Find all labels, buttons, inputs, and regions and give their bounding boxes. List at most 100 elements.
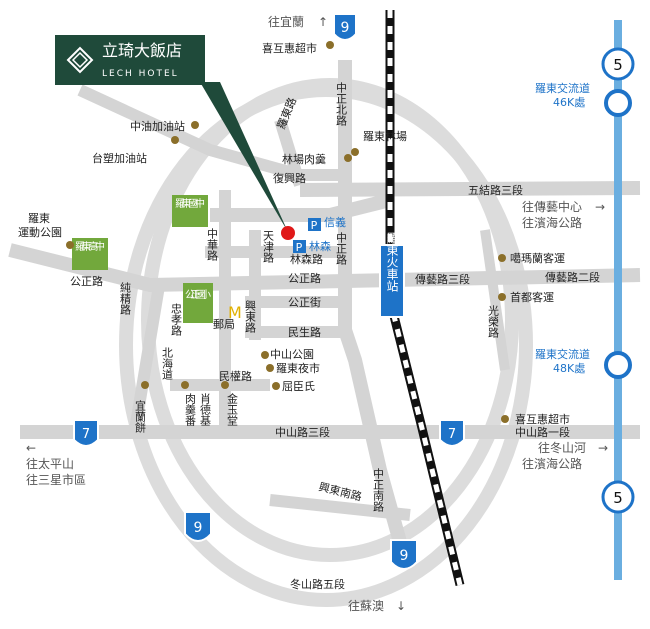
dir-yilan: 往宜蘭 — [268, 14, 304, 29]
interchange-south — [604, 351, 632, 379]
station-label: 羅東火車站 — [385, 232, 399, 292]
hotel-name-cn: 立琦大飯店 — [102, 41, 182, 60]
route-5-shield-south: 5 — [601, 480, 635, 514]
road-label-linsen: 林森路 — [290, 252, 323, 266]
up-arrow-icon: ↑ — [318, 15, 328, 29]
school-luodong-middle — [172, 195, 208, 227]
road-label-zhongshan3: 中山路三段 — [275, 425, 330, 439]
road-label-wujie: 五結路三段 — [468, 183, 523, 197]
railway-dash — [387, 10, 463, 586]
interchange-north-name: 羅東交流道 — [535, 81, 590, 95]
poi-rou-geng: 肉羹番 — [184, 393, 197, 427]
dir-chuanyi-2: 往濱海公路 — [522, 215, 582, 230]
dir-chuanyi-1: 往傳藝中心 — [522, 199, 582, 214]
school-luodong-high — [72, 238, 108, 270]
school-gongzheng-primary — [183, 283, 213, 323]
poi-shoudu: 首都客運 — [510, 290, 554, 304]
parking-name-1: 信義 — [324, 215, 346, 229]
down-arrow-icon: ↓ — [396, 599, 406, 613]
dir-dongshan-1: 往冬山河 — [538, 440, 586, 455]
dir-dongshan-2: 往濱海公路 — [522, 456, 582, 471]
road-label-zhongzheng-n: 中正北路 — [335, 82, 348, 127]
road-label-minsheng: 民生路 — [288, 325, 321, 339]
poi-zhongshan-park: 中山公園 — [270, 348, 314, 361]
poi-jinyu: 金玉堂 — [226, 392, 239, 426]
interchange-north-km: 46K處 — [553, 95, 585, 109]
road-label-gongzheng-w: 公正路 — [70, 275, 103, 288]
road-label-gongzheng-st: 公正街 — [288, 295, 321, 309]
road-label-guangrong: 光榮路 — [487, 304, 500, 339]
poi-luodong-night-market: 羅東夜市 — [276, 361, 320, 375]
parking-icon — [293, 240, 306, 253]
parking-name-2: 林森 — [309, 239, 331, 253]
road-label-chuanyi2: 傳藝路二段 — [545, 270, 600, 284]
poi-gas-mart-bottom: 喜互惠超市 — [515, 412, 570, 426]
station-box — [379, 244, 405, 318]
svg-text:5: 5 — [613, 56, 623, 74]
svg-text:P: P — [296, 241, 303, 254]
svg-text:5: 5 — [613, 489, 623, 507]
road-label-fuxing: 復興路 — [273, 172, 306, 185]
poi-luodong-forest: 羅東林場 — [363, 129, 407, 143]
hotel-logo-icon — [66, 46, 94, 74]
svg-text:9: 9 — [194, 520, 203, 536]
left-arrow-icon: ← — [26, 441, 36, 455]
mcdonalds-icon: M — [228, 303, 242, 322]
right-arrow-icon: → — [595, 200, 605, 214]
poi-markers — [66, 41, 509, 423]
poi-zhongyou: 中油加油站 — [130, 119, 185, 133]
dir-suao: 往蘇澳 — [348, 598, 384, 613]
road-label-dongshan5: 冬山路五段 — [290, 577, 345, 591]
hotel-callout — [200, 82, 288, 232]
road-cangqian — [210, 193, 392, 222]
road-gongzheng — [8, 243, 641, 293]
svg-text:7: 7 — [82, 427, 90, 442]
svg-text:P: P — [311, 219, 318, 232]
poi-gas-mart-top: 喜互惠超市 — [262, 41, 317, 55]
interchange-north — [604, 89, 632, 117]
poi-linchang-meat: 林場肉羹 — [282, 152, 326, 166]
interchange-south-name: 羅東交流道 — [535, 347, 590, 361]
interchange-south-km: 48K處 — [553, 361, 585, 375]
svg-text:公正國小: 公正國小 — [185, 289, 211, 301]
road-label-zhonghua: 中華路 — [206, 228, 219, 262]
hotel-marker[interactable] — [281, 226, 295, 240]
route-5-shield-north: 5 — [601, 47, 635, 81]
route-9-shield-north: 9 — [333, 13, 357, 41]
poi-sports-1: 羅東 — [28, 212, 50, 225]
road-label-xingdong-rd: 興東路 — [244, 300, 257, 334]
road-diagonal-n — [274, 118, 306, 187]
road-label-gongzheng: 公正路 — [288, 272, 321, 285]
road-label-minquan: 民權路 — [219, 370, 252, 383]
parking-icon — [308, 218, 321, 231]
dir-taipingshan-2: 往三星市區 — [26, 472, 86, 487]
road-label-chuanyi3: 傳藝路三段 — [415, 272, 470, 286]
right-arrow-icon: → — [598, 441, 608, 455]
road-label-beihai: 北海道 — [161, 347, 174, 380]
poi-yilan-cake: 宜蘭餅 — [134, 399, 147, 434]
road-label-zhongzheng-s: 中正南路 — [372, 468, 385, 513]
road-wujie — [299, 181, 641, 197]
route-7-shield-west: 7 — [73, 419, 99, 447]
road-label-zhongshan1: 中山路一段 — [515, 425, 570, 439]
route-9-shield-south: 9 — [390, 539, 418, 570]
svg-text:羅東高中: 羅東高中 — [75, 240, 105, 253]
road-label-chunjing: 純精路 — [119, 282, 132, 316]
hotel-logo-box — [55, 35, 205, 85]
road-label-zhongxiao: 忠孝路 — [170, 303, 183, 337]
poi-post: 郵局 — [213, 318, 235, 331]
dir-taipingshan-1: 往太平山 — [26, 456, 74, 471]
road-chunjing — [129, 279, 166, 431]
poi-xiaode: 肖德基 — [199, 392, 212, 426]
svg-text:9: 9 — [341, 20, 350, 36]
road-label-zhongzheng: 中正路 — [335, 232, 348, 266]
poi-mingma: 噶瑪蘭客運 — [510, 251, 565, 265]
road-guangrong — [480, 229, 510, 371]
svg-text:羅東國中: 羅東國中 — [175, 197, 205, 210]
hotel-name-en: LECH HOTEL — [102, 69, 179, 79]
svg-text:7: 7 — [448, 427, 456, 442]
road-label-tianjin: 天津路 — [262, 230, 275, 264]
svg-text:9: 9 — [400, 548, 409, 564]
